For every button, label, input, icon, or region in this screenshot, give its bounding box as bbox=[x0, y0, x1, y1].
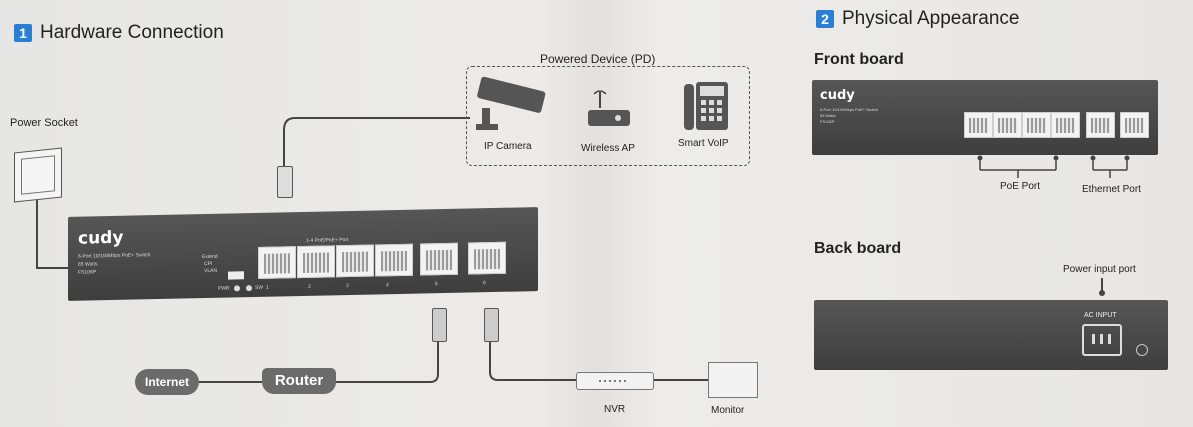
ground-screw-icon bbox=[1136, 344, 1148, 356]
power-input-pointer-dot bbox=[1099, 290, 1105, 296]
port-number-2: 2 bbox=[308, 283, 311, 290]
front-ethernet-port-6 bbox=[1120, 112, 1149, 138]
power-socket-icon bbox=[14, 147, 62, 203]
switch-line1: 6-Port 10/100Mbps PoE+ Switch bbox=[78, 252, 151, 260]
ethernet-port-5 bbox=[420, 242, 458, 276]
port-number-4: 4 bbox=[386, 282, 389, 289]
smart-voip-icon bbox=[684, 82, 728, 130]
hardware-connection-heading: 1 Hardware Connection bbox=[14, 22, 224, 44]
front-poe-port-1 bbox=[964, 112, 993, 138]
switch-brand: cudy bbox=[78, 227, 124, 249]
ethernet-port-6 bbox=[468, 241, 506, 275]
device-label-ip-camera: IP Camera bbox=[484, 141, 532, 152]
back-board-title: Back board bbox=[814, 240, 902, 257]
pwr-label: PWR bbox=[218, 285, 230, 292]
physical-appearance-heading: 2 Physical Appearance bbox=[816, 8, 1019, 30]
port-number-6: 6 bbox=[483, 280, 486, 287]
sw-led-icon bbox=[246, 285, 252, 292]
nvr-icon bbox=[576, 372, 654, 390]
pd-group-box bbox=[466, 66, 750, 166]
internet-label: Internet bbox=[144, 375, 189, 389]
front-switch-model: FS106P bbox=[820, 119, 835, 124]
poe-port-2 bbox=[297, 245, 335, 279]
section-number-badge-2: 2 bbox=[816, 9, 834, 28]
poe-port-label: PoE Port bbox=[1000, 181, 1041, 192]
ac-input-label: AC INPUT bbox=[1084, 312, 1117, 319]
monitor-label: Monitor bbox=[711, 405, 745, 416]
front-poe-port-3 bbox=[1022, 112, 1051, 138]
ac-power-socket-icon bbox=[1082, 324, 1122, 356]
physical-appearance-title: Physical Appearance bbox=[842, 8, 1020, 29]
poe-port-3 bbox=[336, 244, 374, 278]
rj45-plug-icon bbox=[277, 166, 293, 198]
router-cable bbox=[336, 338, 439, 383]
front-poe-port-4 bbox=[1051, 112, 1080, 138]
power-input-port-label: Power input port bbox=[1063, 264, 1136, 275]
front-board-switch: cudy 6-Port 10/100Mbps PoE+ Switch 65 Wa… bbox=[812, 80, 1158, 155]
ip-camera-icon bbox=[476, 76, 546, 130]
port-bracket-lines bbox=[977, 155, 1130, 178]
port-number-3: 3 bbox=[346, 283, 349, 290]
router-label: Router bbox=[274, 372, 324, 389]
device-label-smart-voip: Smart VoIP bbox=[678, 138, 729, 149]
pd-group-label: Powered Device (PD) bbox=[540, 52, 656, 66]
internet-cloud-icon: Internet bbox=[135, 369, 199, 395]
mode-switch-toggle bbox=[228, 271, 244, 280]
nvr-plug-icon bbox=[484, 308, 499, 342]
poe-port-4 bbox=[375, 243, 413, 277]
wireless-ap-icon bbox=[588, 90, 630, 126]
switch-model: FS106P bbox=[78, 269, 97, 276]
front-poe-port-2 bbox=[993, 112, 1022, 138]
back-board-switch: AC INPUT bbox=[814, 300, 1168, 370]
pd-cable bbox=[283, 117, 470, 168]
port-number-1: 1 bbox=[266, 284, 269, 291]
section-number-badge: 1 bbox=[14, 23, 32, 42]
poe-port-1 bbox=[258, 246, 296, 279]
front-switch-brand: cudy bbox=[820, 88, 855, 103]
monitor-icon bbox=[708, 362, 758, 398]
switch-device: cudy 6-Port 10/100Mbps PoE+ Switch 65 Wa… bbox=[68, 207, 538, 301]
nvr-label: NVR bbox=[604, 404, 626, 415]
power-input-pointer bbox=[1101, 278, 1103, 292]
ethernet-port-label: Ethernet Port bbox=[1082, 184, 1141, 195]
switch-mode-vlan: VLAN bbox=[204, 267, 218, 275]
front-switch-line2: 65 Watts bbox=[820, 113, 836, 118]
power-socket-label: Power Socket bbox=[10, 117, 78, 129]
connection-lines bbox=[36, 117, 708, 383]
front-switch-line1: 6-Port 10/100Mbps PoE+ Switch bbox=[820, 107, 878, 112]
front-ethernet-port-5 bbox=[1086, 112, 1115, 138]
sw-label: SW bbox=[255, 284, 264, 292]
device-label-wireless-ap: Wireless AP bbox=[581, 143, 635, 154]
switch-line2: 65 Watts bbox=[78, 261, 98, 268]
power-cable bbox=[36, 195, 70, 269]
switch-top-label: 1-4 PoE/PoE+ Port bbox=[306, 237, 349, 244]
nvr-cable bbox=[489, 338, 578, 381]
section-title: Hardware Connection bbox=[40, 22, 224, 43]
port-number-5: 5 bbox=[435, 281, 438, 288]
front-board-title: Front board bbox=[814, 51, 904, 68]
router-icon: Router bbox=[262, 368, 336, 394]
router-plug-icon bbox=[432, 308, 447, 342]
pwr-led-icon bbox=[234, 285, 240, 292]
